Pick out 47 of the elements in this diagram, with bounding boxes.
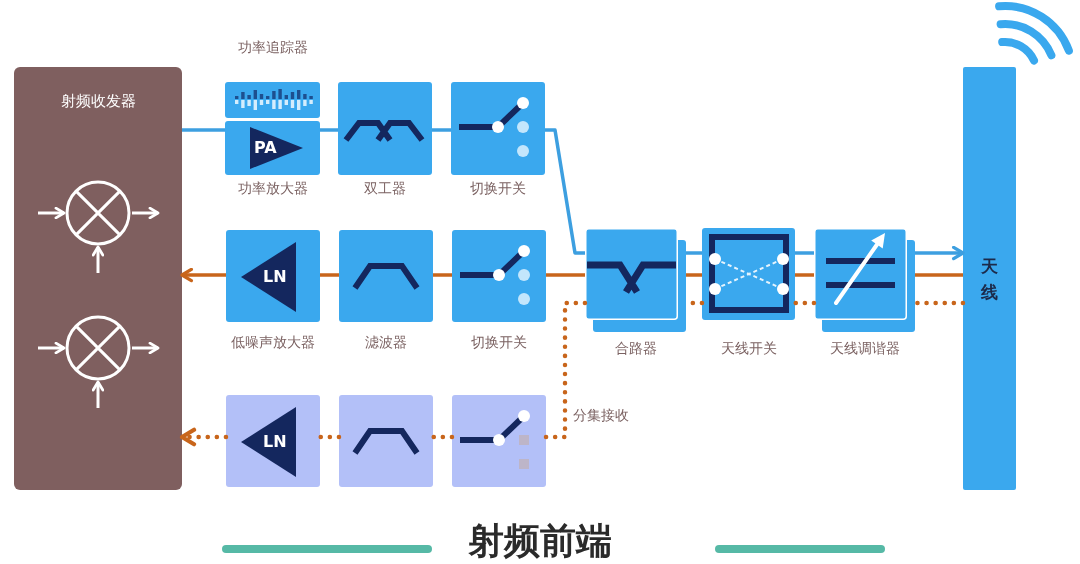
- amplifier-label: PA: [254, 139, 277, 157]
- component-label: 功率追踪器: [237, 38, 308, 56]
- dotted-line: [430, 434, 455, 440]
- arrow: [91, 245, 105, 273]
- component-label: 低噪声放大器: [231, 333, 315, 351]
- dotted-line: [543, 300, 588, 440]
- arrow: [38, 341, 66, 355]
- arrow: [180, 267, 226, 283]
- edge-label: 分集接收: [573, 406, 629, 424]
- connector-line: [545, 128, 585, 255]
- arrow: [38, 206, 66, 220]
- connector-line: [320, 128, 338, 132]
- mixer-symbol: [64, 179, 132, 247]
- arrow: [91, 380, 105, 408]
- mixer-symbol: [64, 314, 132, 382]
- component-label: 天线调谐器: [829, 339, 900, 357]
- component-label: 合路器: [614, 339, 657, 357]
- component-label: 滤波器: [365, 333, 407, 351]
- arrow: [915, 245, 965, 261]
- arrow: [132, 341, 160, 355]
- arrow: [132, 206, 160, 220]
- dotted-line: [317, 434, 342, 440]
- component-label: 切换开关: [470, 179, 526, 197]
- connector-line: [915, 273, 963, 277]
- component-label: 功率放大器: [237, 179, 308, 197]
- connector-line: [320, 273, 339, 277]
- diagram-title: 射频前端: [468, 520, 612, 562]
- connector-line: [433, 273, 452, 277]
- dotted-arrow: [179, 427, 229, 447]
- amplifier-label: LN: [263, 268, 287, 286]
- component-label: 双工器: [364, 179, 406, 197]
- connector-line: [432, 128, 451, 132]
- connector-line: [795, 251, 814, 255]
- antenna-label: 天线: [980, 254, 999, 304]
- connector-line: [686, 251, 702, 255]
- connector-line: [546, 273, 585, 277]
- panel-title: 射频收发器: [60, 91, 136, 111]
- connector-line: [182, 128, 225, 132]
- connector-line: [795, 273, 814, 277]
- dotted-line: [792, 300, 817, 306]
- antenna-bar: [963, 67, 1016, 490]
- dotted-line: [912, 300, 966, 306]
- transceiver-panel: [14, 67, 182, 490]
- component-label: 切换开关: [471, 333, 527, 351]
- component-label: 天线开关: [720, 339, 777, 357]
- connector-line: [686, 273, 702, 277]
- amplifier-label: LN: [263, 433, 287, 451]
